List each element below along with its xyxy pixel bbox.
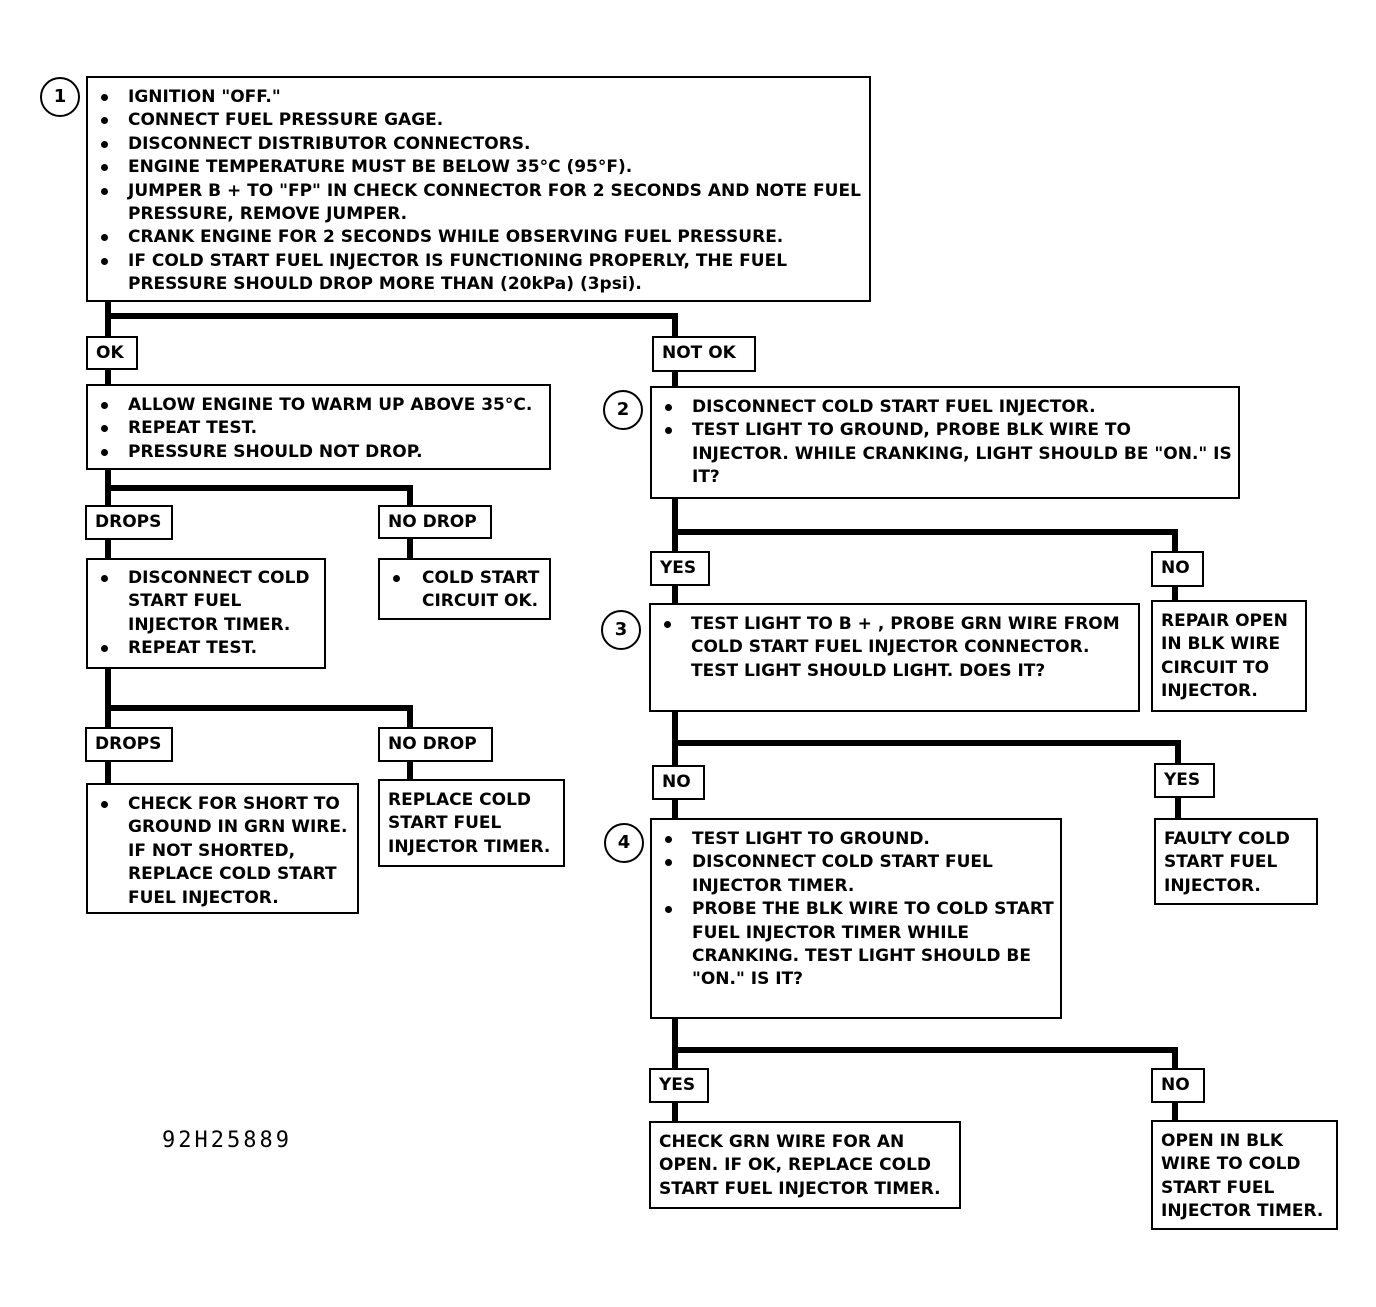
open-blk-box: OPEN IN BLK WIRE TO COLD START FUEL INJE… <box>1151 1120 1338 1230</box>
figure-id: 92H25889 <box>162 1128 292 1153</box>
circuit-ok-item: COLD START CIRCUIT OK. <box>388 567 543 614</box>
ok-label: OK <box>86 336 138 370</box>
no-drop-label-2: NO DROP <box>378 727 493 762</box>
step-1-item: DISCONNECT DISTRIBUTOR CONNECTORS. <box>96 133 863 156</box>
step-3-box: TEST LIGHT TO B + , PROBE GRN WIRE FROM … <box>649 603 1140 712</box>
line-box4-split <box>672 1015 1178 1071</box>
step-1-item: ENGINE TEMPERATURE MUST BE BELOW 35°C (9… <box>96 156 863 179</box>
step-4-box: TEST LIGHT TO GROUND. DISCONNECT COLD ST… <box>650 818 1062 1019</box>
no-label-2: NO <box>1151 551 1204 587</box>
check-grn-box: CHECK GRN WIRE FOR AN OPEN. IF OK, REPLA… <box>649 1121 961 1209</box>
replace-timer-box: REPLACE COLD START FUEL INJECTOR TIMER. <box>378 779 565 867</box>
warm-up-item: ALLOW ENGINE TO WARM UP ABOVE 35°C. <box>96 394 543 417</box>
step-1-badge: 1 <box>40 77 80 117</box>
faulty-injector-box: FAULTY COLD START FUEL INJECTOR. <box>1154 818 1318 905</box>
step-4-item: PROBE THE BLK WIRE TO COLD START FUEL IN… <box>660 898 1054 992</box>
warm-up-box: ALLOW ENGINE TO WARM UP ABOVE 35°C. REPE… <box>86 384 551 470</box>
no-label-4: NO <box>1151 1068 1205 1103</box>
disconnect-timer-box: DISCONNECT COLD START FUEL INJECTOR TIME… <box>86 558 326 669</box>
no-drop-label-1: NO DROP <box>378 505 492 539</box>
step-1-item: CRANK ENGINE FOR 2 SECONDS WHILE OBSERVI… <box>96 226 863 249</box>
yes-label-3: YES <box>1154 763 1215 798</box>
step-4-badge: 4 <box>604 823 644 863</box>
step-4-item: TEST LIGHT TO GROUND. <box>660 828 1054 851</box>
step-2-item: DISCONNECT COLD START FUEL INJECTOR. <box>660 396 1232 419</box>
step-1-item: IGNITION "OFF." <box>96 86 863 109</box>
not-ok-label: NOT OK <box>652 336 756 372</box>
line-okbox-split <box>105 466 413 508</box>
disconnect-timer-item: DISCONNECT COLD START FUEL INJECTOR TIME… <box>96 567 318 637</box>
line-box3-split <box>672 708 1181 766</box>
step-3-item: TEST LIGHT TO B + , PROBE GRN WIRE FROM … <box>659 613 1132 683</box>
step-1-item: JUMPER B + TO "FP" IN CHECK CONNECTOR FO… <box>96 180 863 227</box>
drops-label-2: DROPS <box>85 727 173 762</box>
step-2-box: DISCONNECT COLD START FUEL INJECTOR. TES… <box>650 386 1240 499</box>
line-timerbox-split <box>105 665 413 730</box>
step-2-badge: 2 <box>603 390 643 430</box>
no-label-3: NO <box>652 765 705 800</box>
step-1-box: IGNITION "OFF." CONNECT FUEL PRESSURE GA… <box>86 76 871 302</box>
warm-up-item: PRESSURE SHOULD NOT DROP. <box>96 441 543 464</box>
step-1-item: IF COLD START FUEL INJECTOR IS FUNCTIONI… <box>96 250 863 297</box>
yes-label-2: YES <box>650 551 710 586</box>
step-4-item: DISCONNECT COLD START FUEL INJECTOR TIME… <box>660 851 1054 898</box>
line-box1-split <box>105 298 678 341</box>
step-1-item: CONNECT FUEL PRESSURE GAGE. <box>96 109 863 132</box>
check-short-item: CHECK FOR SHORT TO GROUND IN GRN WIRE. I… <box>96 793 351 910</box>
step-3-badge: 3 <box>601 610 641 650</box>
repair-open-box: REPAIR OPEN IN BLK WIRE CIRCUIT TO INJEC… <box>1151 600 1307 712</box>
check-short-box: CHECK FOR SHORT TO GROUND IN GRN WIRE. I… <box>86 783 359 914</box>
circuit-ok-box: COLD START CIRCUIT OK. <box>378 558 551 620</box>
disconnect-timer-item: REPEAT TEST. <box>96 637 318 660</box>
warm-up-item: REPEAT TEST. <box>96 417 543 440</box>
step-2-item: TEST LIGHT TO GROUND, PROBE BLK WIRE TO … <box>660 419 1232 489</box>
line-box2-split <box>672 495 1178 554</box>
yes-label-4: YES <box>649 1068 709 1103</box>
drops-label-1: DROPS <box>85 505 173 540</box>
